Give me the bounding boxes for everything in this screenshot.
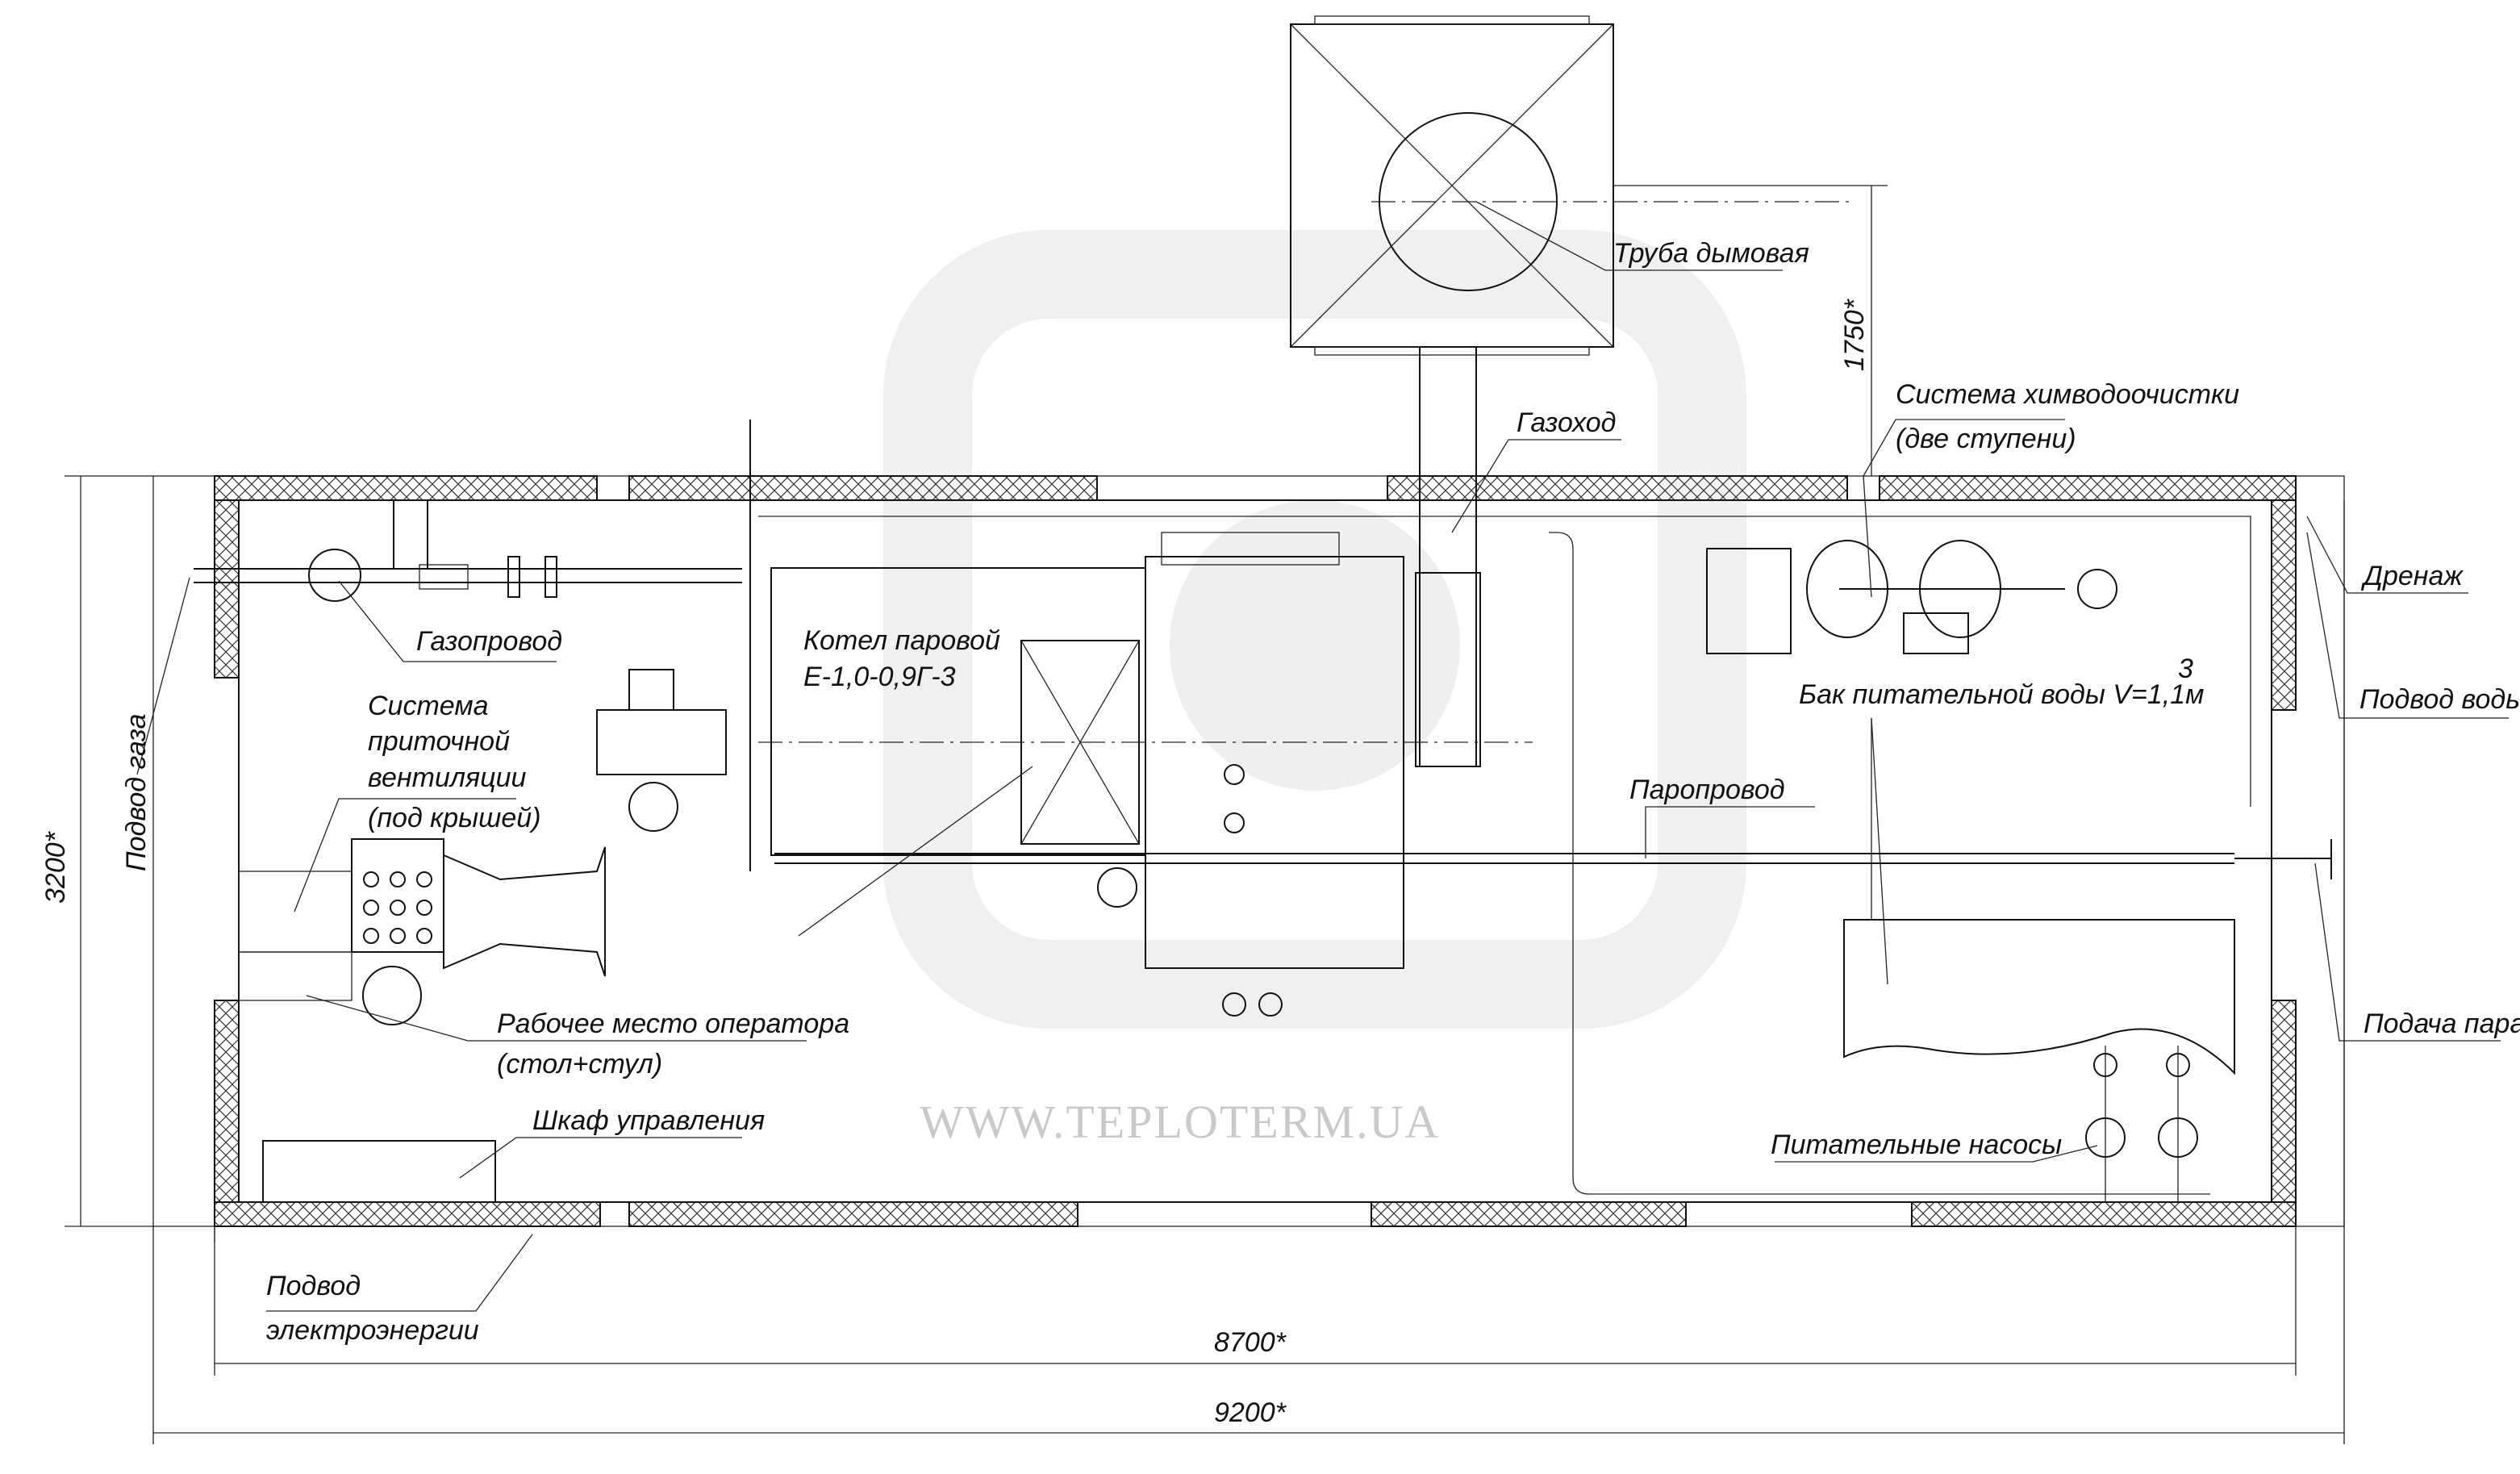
label-steam-out: Подача пара	[2364, 1008, 2520, 1039]
watermark-logo	[883, 230, 1746, 1029]
dim-inner-length: 8700*	[1214, 1327, 1287, 1358]
steam-boiler	[596, 532, 1533, 1017]
label-water-treatment: Система химводоочистки	[1896, 379, 2239, 410]
feed-pumps	[2085, 1046, 2198, 1202]
steam-pipeline	[758, 516, 2332, 1195]
label-feed-tank: Бак питательной воды V=1,1м	[1799, 679, 2204, 710]
label-power-1: Подвод	[266, 1271, 361, 1301]
label-feed-pumps: Питательные насосы	[1771, 1130, 2062, 1160]
label-steam-pipe: Паропровод	[1629, 775, 1785, 805]
label-water-supply: Подвод воды	[2359, 684, 2520, 715]
label-operator: Рабочее место оператора	[497, 1008, 849, 1039]
label-control-cabinet: Шкаф управления	[532, 1105, 765, 1136]
label-gas-pipe: Газопровод	[416, 626, 562, 657]
label-gas-supply: Подвод газа	[121, 714, 152, 871]
label-boiler-model: Е-1,0-0,9Г-3	[803, 662, 956, 692]
control-cabinet	[262, 1140, 496, 1203]
label-vent-1: Система	[368, 691, 489, 721]
label-water-treatment-stages: (две ступени)	[1896, 424, 2076, 454]
operator-chair	[362, 966, 422, 1025]
label-chimney: Труба дымовая	[1613, 238, 1809, 269]
label-boiler: Котел паровой	[803, 625, 1000, 656]
label-feed-tank-sup: 3	[2178, 653, 2193, 684]
label-power-2: электроэнергии	[266, 1315, 479, 1346]
ventilation-system	[238, 838, 606, 1001]
label-flue: Газоход	[1517, 407, 1616, 438]
dimension-lines	[65, 185, 2345, 1444]
building-walls	[214, 475, 2297, 1227]
feed-water-tank	[1843, 718, 2235, 1075]
dim-chimney-offset: 1750*	[1839, 298, 1870, 371]
label-vent-2: приточной	[368, 726, 510, 757]
watermark-text: WWW.TEPLOTERM.UA	[920, 1096, 1440, 1148]
water-treatment-system	[1706, 540, 2117, 654]
dim-height: 3200*	[40, 830, 71, 904]
label-operator-furniture: (стол+стул)	[497, 1049, 662, 1079]
dim-outer-length: 9200*	[1214, 1397, 1287, 1428]
labels: Труба дымовая Газоход Система химводоочи…	[40, 238, 2520, 1428]
label-drain: Дренаж	[2360, 561, 2464, 591]
label-vent-4: (под крышей)	[368, 803, 541, 833]
label-vent-3: вентиляции	[368, 762, 527, 793]
gas-pipeline	[194, 420, 751, 871]
leader-lines	[136, 201, 2509, 1312]
